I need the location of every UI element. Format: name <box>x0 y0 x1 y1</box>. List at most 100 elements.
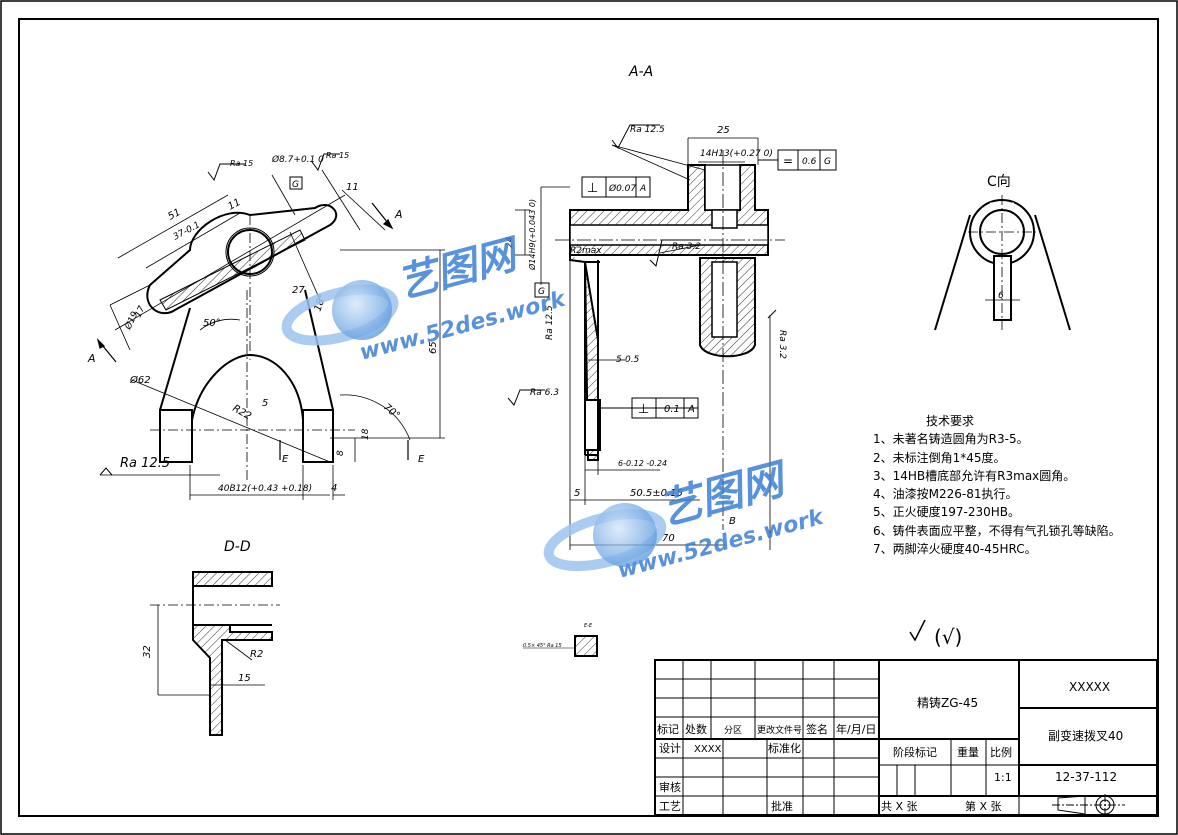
watermark-1: 艺图网 www.52des.work <box>281 231 569 366</box>
aa-perp2-symbol: ⊥ <box>638 402 649 417</box>
section-e-left: E <box>282 454 289 465</box>
tech-req-item: 2、未标注倒角1*45度。 <box>873 450 1006 465</box>
view-c-title: C向 <box>987 174 1011 190</box>
aa-perp-symbol: ⊥ <box>587 181 598 196</box>
ra-top-left: Ra 15 <box>230 159 253 168</box>
tb-company: XXXXX <box>1069 680 1110 694</box>
dim-5: 5 <box>262 398 268 409</box>
tb-h-qianming: 签名 <box>806 722 828 736</box>
watermark-2: 艺图网 www.52des.work <box>543 453 827 584</box>
aa-dim-70: 70 <box>662 533 675 544</box>
tb-process: 工艺 <box>659 800 681 813</box>
tb-h-fenqu: 分区 <box>724 725 742 736</box>
dim-40b12: 40B12(+0.43 +0.18) <box>218 484 312 494</box>
dim-phi62: Ø62 <box>129 374 151 386</box>
roughness-general-label: (√) <box>934 625 962 649</box>
detail-ee <box>574 635 598 657</box>
roughness-general-icon <box>909 619 926 642</box>
aa-datum-g: G <box>538 287 545 297</box>
title-block-grid <box>654 659 1158 816</box>
tb-approve: 批准 <box>771 799 793 813</box>
section-a-bottom: A <box>87 352 96 365</box>
fork-dimension-lines <box>100 169 445 500</box>
detail-ee-label: E-E <box>584 623 593 629</box>
aa-dim-24: 24 <box>505 236 515 248</box>
aa-flatness-datum: G <box>824 157 831 167</box>
tb-scale: 比例 <box>990 745 1012 759</box>
tb-sheet-total: 共 X 张 <box>881 800 918 813</box>
tb-drawing-no: 12-37-112 <box>1055 770 1117 784</box>
tb-part-name: 副变速拨叉40 <box>1048 728 1123 743</box>
aa-ra-top: Ra 12.5 <box>630 125 665 135</box>
roughness-symbols-left <box>99 153 340 476</box>
tb-material: 精铸ZG-45 <box>917 695 978 710</box>
aa-dim-6: 6-0.12 -0.24 <box>618 459 667 468</box>
view-c <box>934 199 1071 331</box>
tb-standardize: 标准化 <box>768 741 801 755</box>
tb-weight: 重量 <box>957 745 979 759</box>
tb-design-value: XXXX <box>694 744 722 755</box>
dim-18: 18 <box>361 428 371 440</box>
dim-11a: 11 <box>226 197 242 213</box>
aa-ra-63: Ra 6.3 <box>530 388 559 398</box>
aa-ra-inner: Ra 3.2 <box>672 242 701 252</box>
dim-65: 65 <box>428 341 439 354</box>
aa-r2max: R2max <box>570 246 602 256</box>
tb-review: 审核 <box>659 780 681 794</box>
aa-ra-left: Ra 12.5 <box>545 305 555 340</box>
aa-dim-25: 25 <box>717 125 730 136</box>
tech-req-item: 1、未著名铸造圆角为R3-5。 <box>873 431 1029 446</box>
hole-dia-dim: Ø8.7+0.1 0 <box>271 154 324 165</box>
aa-perp-value: Ø0.07 <box>608 183 636 194</box>
section-dd-view <box>192 571 273 736</box>
tb-design-label: 设计 <box>659 742 681 755</box>
dim-27: 27 <box>292 285 305 296</box>
dim-r22: R22 <box>231 403 254 422</box>
aa-dim-5-tol: 5-0.5 <box>616 355 640 365</box>
projection-symbol-icon <box>1052 794 1125 816</box>
section-dd-dims <box>150 604 280 696</box>
view-c-centerlines <box>968 195 1036 330</box>
dim-50deg: 50° <box>203 318 221 329</box>
tech-req-item: 5、正火硬度197-230HB。 <box>873 504 1020 519</box>
dim-11b: 11 <box>346 182 359 193</box>
dd-dim-32: 32 <box>142 645 153 658</box>
dim-70deg: 70° <box>381 402 402 422</box>
dim-51: 51 <box>166 207 182 223</box>
dim-17: 17 <box>134 304 148 319</box>
inner-border <box>18 18 1159 817</box>
tb-h-chushu: 处数 <box>685 723 707 736</box>
dim-4: 4 <box>331 483 337 494</box>
tb-h-biaoji: 标记 <box>657 722 679 736</box>
watermark-brand: 艺图网 <box>393 231 527 308</box>
aa-dim-phi14: Ø14H9(+0.043 0) <box>527 199 537 271</box>
tb-h-genggai: 更改文件号 <box>757 724 802 736</box>
section-aa-view <box>569 164 769 461</box>
tb-stage-mark: 阶段标记 <box>893 745 937 759</box>
aa-dim-5: 5 <box>574 488 580 499</box>
dim-8: 8 <box>336 450 346 456</box>
tech-req-item: 4、油漆按M226-81执行。 <box>873 487 1018 501</box>
tech-req-item: 6、铸件表面应平整，不得有气孔锁孔等缺陷。 <box>873 523 1121 538</box>
aa-flatness-symbol: = <box>783 154 793 168</box>
aa-dim-14h13: 14H13(+0.27 0) <box>700 149 773 159</box>
tb-scale-value: 1:1 <box>994 771 1012 784</box>
section-dd-title: D-D <box>224 539 251 555</box>
section-arrows-left <box>96 202 409 460</box>
aa-perp-datum: A <box>639 184 646 194</box>
section-a-top: A <box>394 208 403 221</box>
tech-req-title: 技术要求 <box>926 414 974 428</box>
aa-dim-505: 50.5±0.15 <box>630 488 683 499</box>
detail-ee-note: 0.5× 45° Ra 15 <box>523 643 562 649</box>
tb-h-date: 年/月/日 <box>836 722 876 736</box>
tech-req-item: 7、两脚淬火硬度40-45HRC。 <box>873 541 1037 556</box>
aa-ra-right: Ra 3.2 <box>777 330 787 359</box>
section-e-right: E <box>418 454 425 465</box>
section-aa-title: A-A <box>628 64 653 80</box>
dim-37: 37-0.1 <box>172 220 202 242</box>
view-c-dim-6: 6 <box>998 291 1004 301</box>
section-aa-fcf-boxes <box>507 124 837 419</box>
tech-req-item: 3、14HB槽底部允许有R3max圆角。 <box>873 468 1075 483</box>
